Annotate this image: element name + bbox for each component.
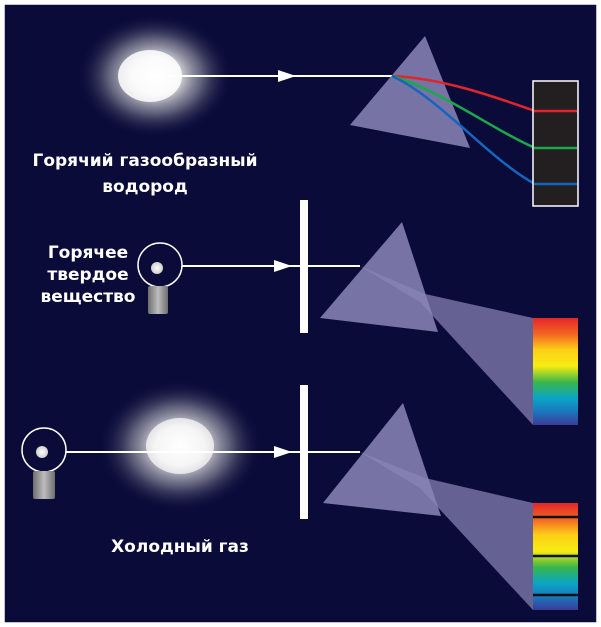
prism-3 [323, 403, 441, 516]
beam-arrow-2 [274, 260, 292, 272]
hot-gas-label-line1: Горячий газообразный [32, 151, 257, 171]
hot-solid-label-line3: вещество [41, 287, 136, 307]
beam-arrow-1 [278, 70, 296, 82]
dispersed-beam-2 [360, 266, 533, 425]
beam-arrow-3 [274, 446, 292, 458]
emission-ray-blue [391, 74, 536, 186]
continuous-spectrum [533, 318, 578, 425]
emission-ray-green [391, 74, 536, 150]
dispersed-beam-3 [360, 452, 533, 610]
lightbulb-icon-1 [137, 242, 183, 314]
emission-section: Горячий газообразный водород [32, 14, 579, 207]
cold-gas-core [146, 418, 214, 474]
absorption-section: Холодный газ [21, 380, 578, 610]
hot-solid-label-line1: Горячее [48, 243, 128, 263]
prism-1 [350, 36, 470, 148]
lightbulb-icon-2 [21, 427, 67, 499]
continuous-section: Горячее твердое вещество [41, 200, 578, 425]
emission-spectrum-plate [532, 80, 579, 207]
hot-gas-core [118, 50, 182, 102]
hot-solid-label-line2: твердое [47, 265, 128, 285]
slit-1 [300, 200, 308, 333]
emission-ray-red [391, 74, 536, 113]
hot-gas-label-line2: водород [102, 177, 187, 197]
cold-gas-label: Холодный газ [111, 537, 249, 557]
slit-2 [300, 385, 308, 519]
